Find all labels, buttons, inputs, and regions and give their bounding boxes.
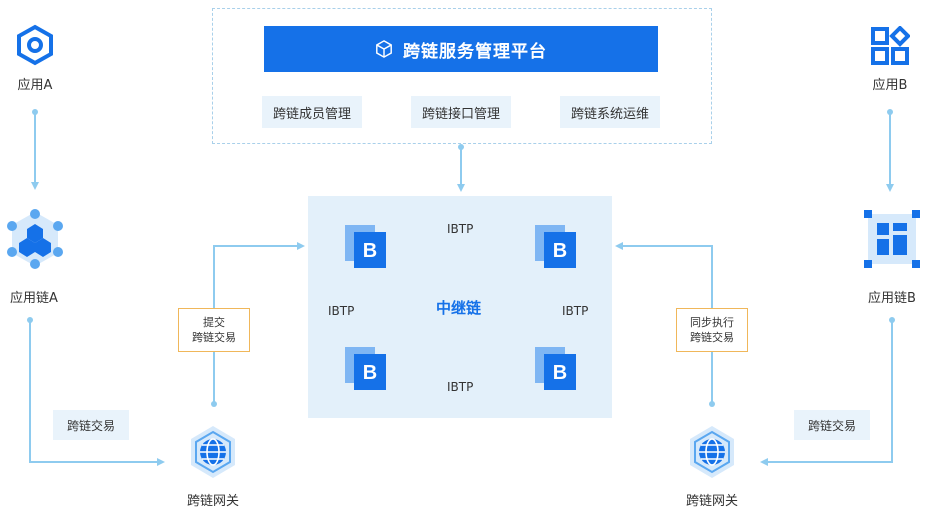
relay-node-bottom-left: B: [345, 347, 386, 390]
relay-chain-title: 中继链: [436, 299, 482, 317]
ibtp-label-left: IBTP: [328, 304, 355, 318]
app-chain-b-label: 应用链B: [868, 291, 916, 306]
right-gateway-globe-icon: [690, 426, 734, 478]
platform-title: 跨链服务管理平台: [403, 41, 547, 62]
ibtp-label-right: IBTP: [562, 304, 589, 318]
svg-text:B: B: [363, 362, 377, 384]
submit-cross-chain-tx-box: 提交 跨链交易: [178, 308, 250, 352]
app-b-icon: [871, 26, 910, 65]
module-system-operations: 跨链系统运维: [560, 96, 660, 128]
app-chain-a-icon: [7, 209, 63, 269]
app-a-label: 应用A: [17, 78, 53, 93]
svg-text:B: B: [553, 362, 567, 384]
module-member-management: 跨链成员管理: [262, 96, 362, 128]
right-gateway-label: 跨链网关: [685, 494, 739, 509]
svg-text:B: B: [363, 240, 377, 262]
app-a-icon: [17, 24, 53, 66]
left-cross-chain-tx-label: 跨链交易: [53, 410, 129, 440]
platform-title-bar: 跨链服务管理平台: [264, 26, 658, 72]
left-gateway-globe-icon: [191, 426, 235, 478]
relay-node-top-left: B: [345, 225, 386, 268]
sync-execute-cross-chain-tx-box: 同步执行 跨链交易: [676, 308, 748, 352]
svg-text:B: B: [553, 240, 567, 262]
cube-icon: [376, 40, 392, 58]
management-platform-frame: [212, 8, 712, 144]
app-chain-b-icon: [864, 210, 920, 268]
left-gateway-label: 跨链网关: [186, 494, 240, 509]
module-interface-management: 跨链接口管理: [411, 96, 511, 128]
relay-node-top-right: B: [535, 225, 576, 268]
ibtp-label-bottom: IBTP: [447, 380, 474, 394]
app-chain-a-label: 应用链A: [10, 291, 58, 306]
ibtp-label-top: IBTP: [447, 222, 474, 236]
app-b-label: 应用B: [872, 78, 908, 93]
relay-node-bottom-right: B: [535, 347, 576, 390]
right-cross-chain-tx-label: 跨链交易: [794, 410, 870, 440]
